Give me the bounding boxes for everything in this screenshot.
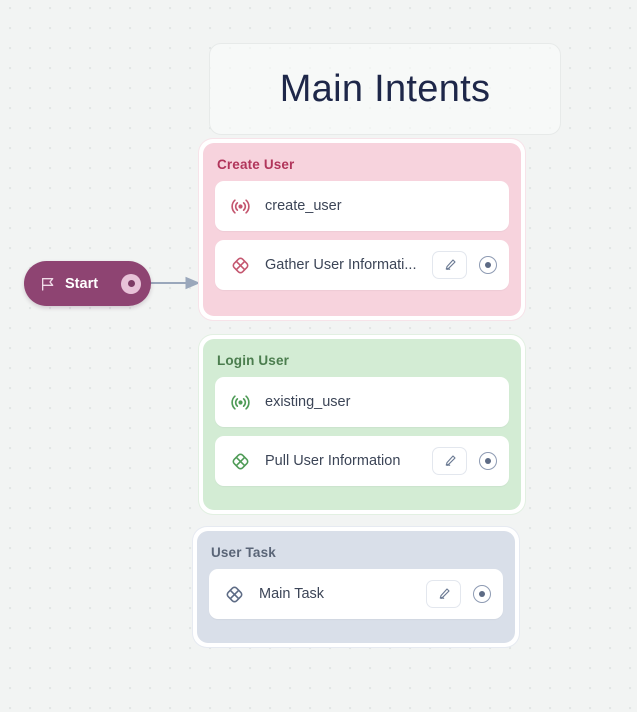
broadcast-icon [229, 391, 251, 413]
node-pull-user-information[interactable]: Pull User Information [215, 436, 509, 486]
group-title-login-user: Login User [217, 353, 290, 368]
group-user-task[interactable]: User Task Main Task [193, 527, 519, 647]
group-create-user[interactable]: Create User create_user [199, 139, 525, 320]
diamond-x-icon [229, 450, 251, 472]
node-create-user-intent[interactable]: create_user [215, 181, 509, 231]
start-node[interactable]: Start [24, 261, 151, 306]
output-port[interactable] [479, 452, 497, 470]
node-label: Main Task [259, 586, 325, 602]
output-port[interactable] [473, 585, 491, 603]
edit-button[interactable] [426, 580, 461, 608]
start-node-label: Start [65, 275, 99, 292]
start-output-port[interactable] [121, 273, 141, 294]
flag-icon [40, 276, 56, 292]
group-title-create-user: Create User [217, 157, 295, 172]
node-label: existing_user [265, 394, 351, 410]
page-title: Main Intents [279, 68, 491, 110]
output-port[interactable] [479, 256, 497, 274]
group-login-user[interactable]: Login User existing_user [199, 335, 525, 514]
diamond-x-icon [229, 254, 251, 276]
main-intents-panel[interactable]: Main Intents [209, 43, 561, 135]
node-label: create_user [265, 198, 342, 214]
node-label: Gather User Informati... [265, 257, 417, 273]
broadcast-icon [229, 195, 251, 217]
node-label: Pull User Information [265, 453, 401, 469]
edit-button[interactable] [432, 251, 467, 279]
node-existing-user-intent[interactable]: existing_user [215, 377, 509, 427]
group-title-user-task: User Task [211, 545, 276, 560]
node-main-task[interactable]: Main Task [209, 569, 503, 619]
edit-button[interactable] [432, 447, 467, 475]
diamond-x-icon [223, 583, 245, 605]
node-gather-user-information[interactable]: Gather User Informati... [215, 240, 509, 290]
